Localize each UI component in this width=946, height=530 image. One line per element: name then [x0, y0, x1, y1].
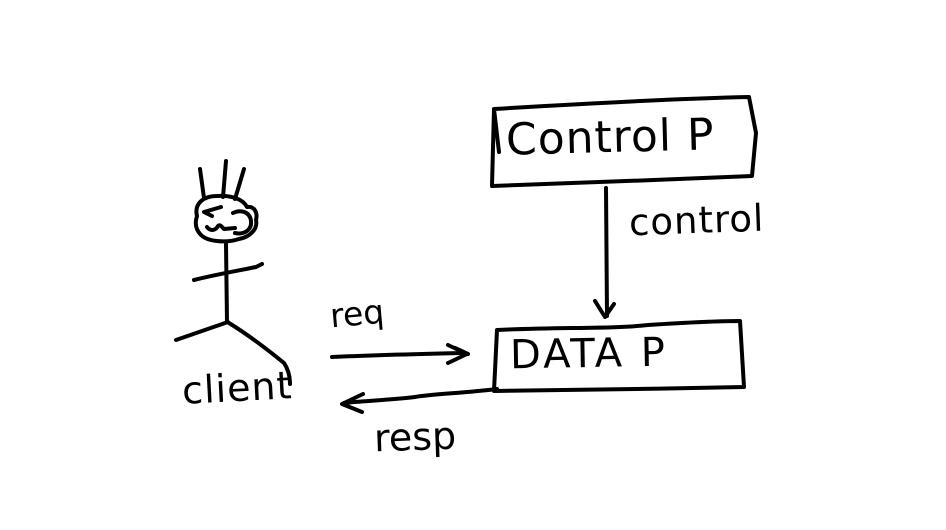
- req-edge-label: req: [328, 291, 386, 336]
- stick-figure-head: [193, 193, 259, 244]
- data-process-box: [492, 319, 746, 393]
- resp-edge-label: resp: [373, 413, 457, 461]
- control-process-box: [490, 95, 758, 188]
- control-process-label: Control P: [505, 109, 716, 166]
- data-process-label: DATA P: [509, 329, 669, 379]
- stick-figure: [174, 159, 292, 386]
- client-label: client: [180, 363, 294, 413]
- stick-figure-face: [202, 205, 237, 232]
- req-arrow: [330, 343, 470, 365]
- resp-arrow: [340, 387, 499, 414]
- control-edge-label: control: [628, 196, 765, 245]
- stick-figure-hair: [198, 159, 246, 201]
- control-arrow: [593, 186, 616, 319]
- stick-figure-body: [174, 242, 292, 386]
